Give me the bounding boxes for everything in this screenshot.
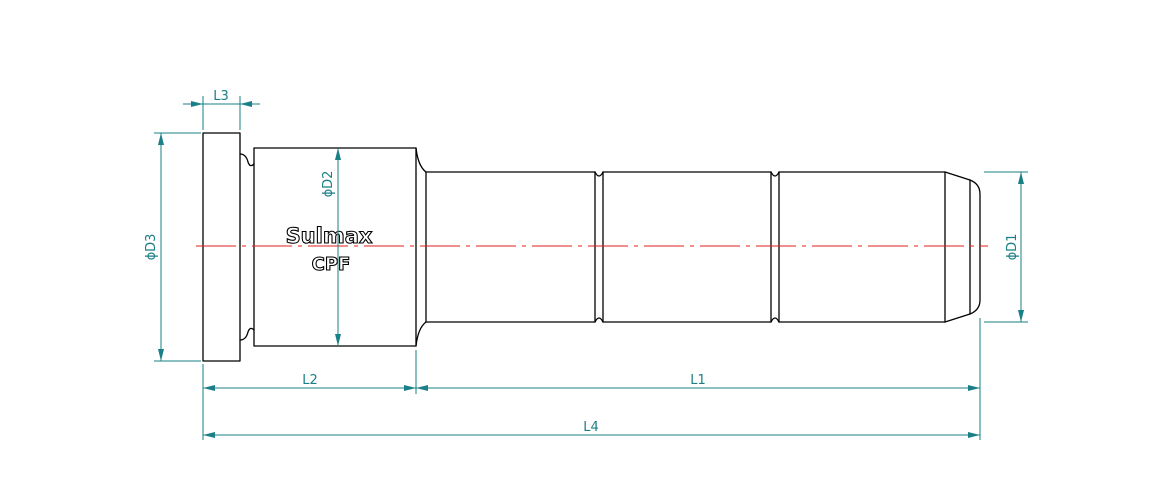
shank-groove-1: [594, 171, 604, 323]
dim-label-L4: L4: [583, 420, 599, 435]
dim-label-L2: L2: [302, 373, 318, 388]
dimension-L2-L1: L2 L1: [202, 318, 981, 440]
head-groove: [239, 153, 255, 341]
shank-groove-2: [770, 171, 780, 323]
dimension-L3: L3: [183, 89, 260, 130]
dim-label-L3: L3: [213, 89, 229, 104]
model-name: CPF: [312, 254, 351, 275]
dim-label-L1: L1: [690, 373, 706, 388]
dimension-D1: ϕD1: [984, 171, 1028, 323]
dimension-L4: L4: [203, 420, 980, 438]
brand-name: Sulmax: [286, 224, 373, 248]
dim-label-D1: ϕD1: [1005, 234, 1020, 261]
flange-head: [202, 132, 241, 362]
body-shank-fillet: [415, 147, 427, 347]
pin-part-outline: [202, 132, 981, 362]
dimension-D3: ϕD3: [144, 132, 201, 362]
brand-logo: Sulmax CPF: [285, 223, 373, 275]
dim-label-D2: ϕD2: [321, 171, 336, 198]
dimension-D2: ϕD2: [321, 148, 341, 346]
nose-chamfer: [944, 171, 981, 323]
dim-label-D3: ϕD3: [144, 234, 159, 261]
